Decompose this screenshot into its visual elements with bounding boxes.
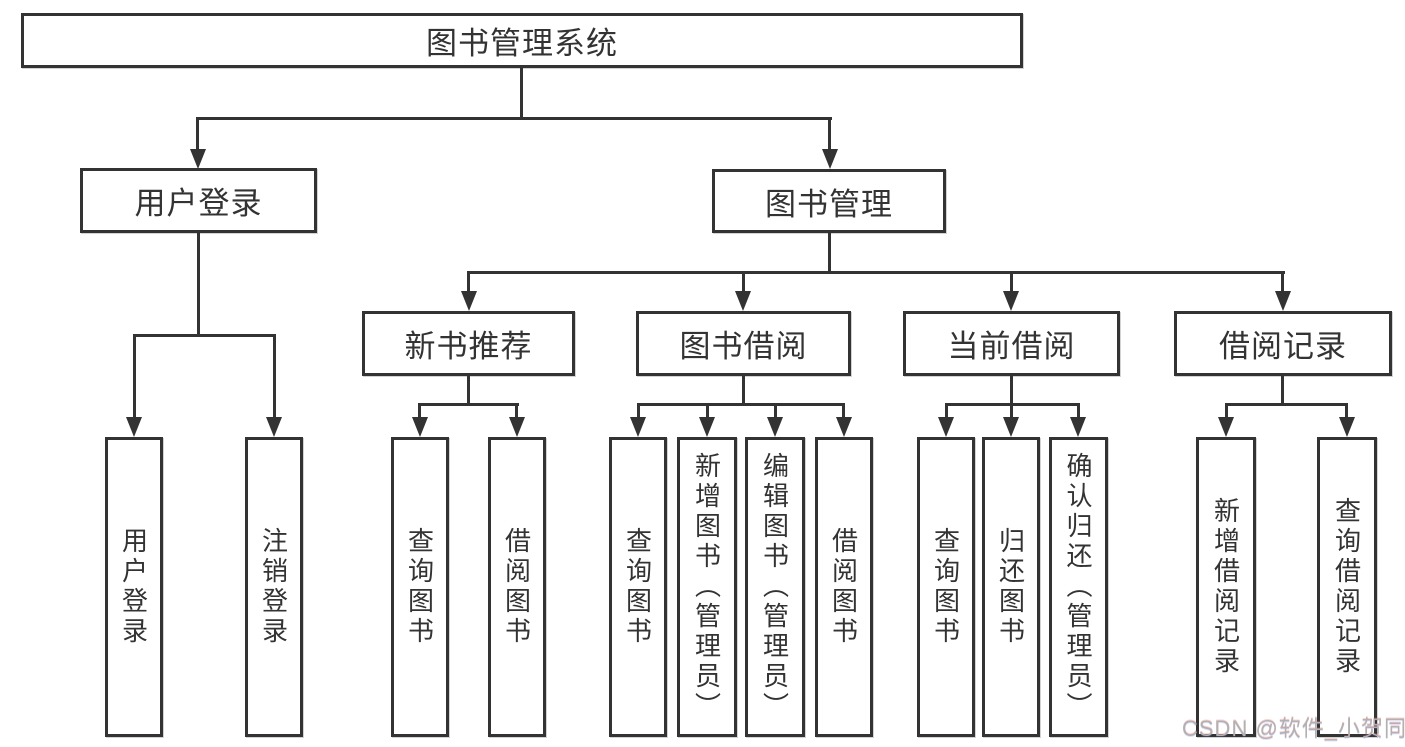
leaf-add-borrow-record: 新增借阅记录: [1196, 437, 1256, 737]
connector-borrow-stub3: [774, 403, 777, 419]
leaf-return-books: 归还图书: [982, 437, 1040, 737]
arrow-down-icon: [266, 417, 282, 437]
node-library-system-label: 图书管理系统: [426, 26, 618, 61]
arrow-down-icon: [126, 417, 142, 437]
arrow-down-icon: [699, 417, 715, 437]
connector-userlogin-vline: [197, 231, 200, 336]
arrow-down-icon: [461, 291, 477, 311]
node-new-book-recommend: 新书推荐: [362, 311, 575, 376]
connector-current-stub2: [1010, 403, 1013, 419]
arrow-down-icon: [509, 417, 525, 437]
arrow-down-icon: [938, 417, 954, 437]
arrow-down-icon: [836, 417, 852, 437]
leaf-query-borrow-record-label: 查询借阅记录: [1331, 497, 1362, 677]
node-book-borrow-label: 图书借阅: [679, 329, 808, 364]
arrow-down-icon: [190, 149, 206, 169]
arrow-down-icon: [630, 417, 646, 437]
arrow-down-icon: [1003, 291, 1019, 311]
connector-mgmt-hline: [468, 271, 1285, 274]
connector-l3-stub4: [1281, 271, 1284, 293]
leaf-add-borrow-record-label: 新增借阅记录: [1210, 497, 1241, 677]
connector-borrow-stub2: [706, 403, 709, 419]
connector-user-stub: [196, 117, 199, 151]
arrow-down-icon: [1275, 291, 1291, 311]
leaf-edit-books-admin-label: 编辑图书（管理员）: [759, 452, 790, 722]
leaf-recommend-query-books: 查询图书: [391, 437, 449, 737]
connector-borrow-vline: [742, 374, 745, 406]
node-book-management: 图书管理: [712, 169, 946, 233]
connector-record-hline: [1225, 403, 1348, 406]
arrow-down-icon: [1339, 417, 1355, 437]
node-borrow-records: 借阅记录: [1174, 311, 1392, 376]
connector-current-stub1: [945, 403, 948, 419]
node-user-login-branch: 用户登录: [80, 168, 317, 233]
leaf-recommend-borrow-books: 借阅图书: [488, 437, 546, 737]
leaf-edit-books-admin: 编辑图书（管理员）: [745, 437, 805, 737]
leaf-user-login-label: 用户登录: [118, 527, 149, 647]
connector-mgmt-stub: [828, 117, 831, 151]
leaf-borrow-books-label: 借阅图书: [828, 527, 859, 647]
leaf-borrow-books: 借阅图书: [815, 437, 873, 737]
connector-userlogin-stub1: [133, 334, 136, 418]
leaf-return-books-label: 归还图书: [995, 527, 1026, 647]
connector-userlogin-stub2: [273, 334, 276, 418]
connector-recommend-vline: [467, 374, 470, 406]
arrow-down-icon: [767, 417, 783, 437]
node-new-book-recommend-label: 新书推荐: [404, 329, 533, 364]
connector-recommend-stub1: [418, 403, 421, 419]
leaf-confirm-return-admin: 确认归还（管理员）: [1049, 437, 1108, 737]
connector-userlogin-hline: [133, 334, 276, 337]
leaf-confirm-return-admin-label: 确认归还（管理员）: [1063, 452, 1093, 722]
connector-l3-stub3: [1010, 271, 1013, 293]
connector-mgmt-vline: [828, 231, 831, 274]
connector-recommend-hline: [418, 403, 519, 406]
connector-l3-stub2: [742, 271, 745, 293]
leaf-add-books-admin: 新增图书（管理员）: [677, 437, 737, 737]
leaf-user-login: 用户登录: [105, 437, 163, 737]
leaf-add-books-admin-label: 新增图书（管理员）: [691, 452, 722, 722]
leaf-borrow-query-books-label: 查询图书: [622, 527, 653, 647]
connector-record-stub2: [1345, 403, 1348, 419]
arrow-down-icon: [735, 291, 751, 311]
connector-borrow-stub4: [842, 403, 845, 419]
connector-record-stub1: [1225, 403, 1228, 419]
connector-current-vline: [1010, 374, 1013, 406]
connector-record-vline: [1281, 374, 1284, 406]
connector-root-vline: [520, 66, 523, 119]
node-book-borrow: 图书借阅: [636, 311, 851, 376]
node-current-borrow: 当前借阅: [903, 311, 1120, 376]
node-book-management-label: 图书管理: [765, 186, 893, 222]
leaf-recommend-query-books-label: 查询图书: [404, 527, 435, 647]
leaf-recommend-borrow-books-label: 借阅图书: [501, 527, 532, 647]
connector-borrow-stub1: [637, 403, 640, 419]
arrow-down-icon: [1003, 417, 1019, 437]
arrow-down-icon: [412, 417, 428, 437]
arrow-down-icon: [1070, 417, 1086, 437]
leaf-current-query-books-label: 查询图书: [930, 527, 961, 647]
leaf-logout-login-label: 注销登录: [258, 527, 289, 647]
arrow-down-icon: [822, 149, 838, 169]
connector-current-stub3: [1077, 403, 1080, 419]
csdn-watermark: CSDN @软件_小贺同学: [1182, 716, 1405, 741]
connector-borrow-hline: [637, 403, 845, 406]
arrow-down-icon: [1218, 417, 1234, 437]
leaf-current-query-books: 查询图书: [917, 437, 975, 737]
connector-recommend-stub2: [515, 403, 518, 419]
node-library-system: 图书管理系统: [21, 13, 1023, 68]
node-user-login-branch-label: 用户登录: [134, 186, 263, 221]
leaf-borrow-query-books: 查询图书: [609, 437, 667, 737]
connector-root-hline: [196, 117, 832, 120]
node-current-borrow-label: 当前借阅: [947, 329, 1076, 364]
leaf-query-borrow-record: 查询借阅记录: [1317, 437, 1377, 737]
node-borrow-records-label: 借阅记录: [1219, 329, 1347, 364]
leaf-logout-login: 注销登录: [245, 437, 303, 737]
connector-l3-stub1: [467, 271, 470, 293]
